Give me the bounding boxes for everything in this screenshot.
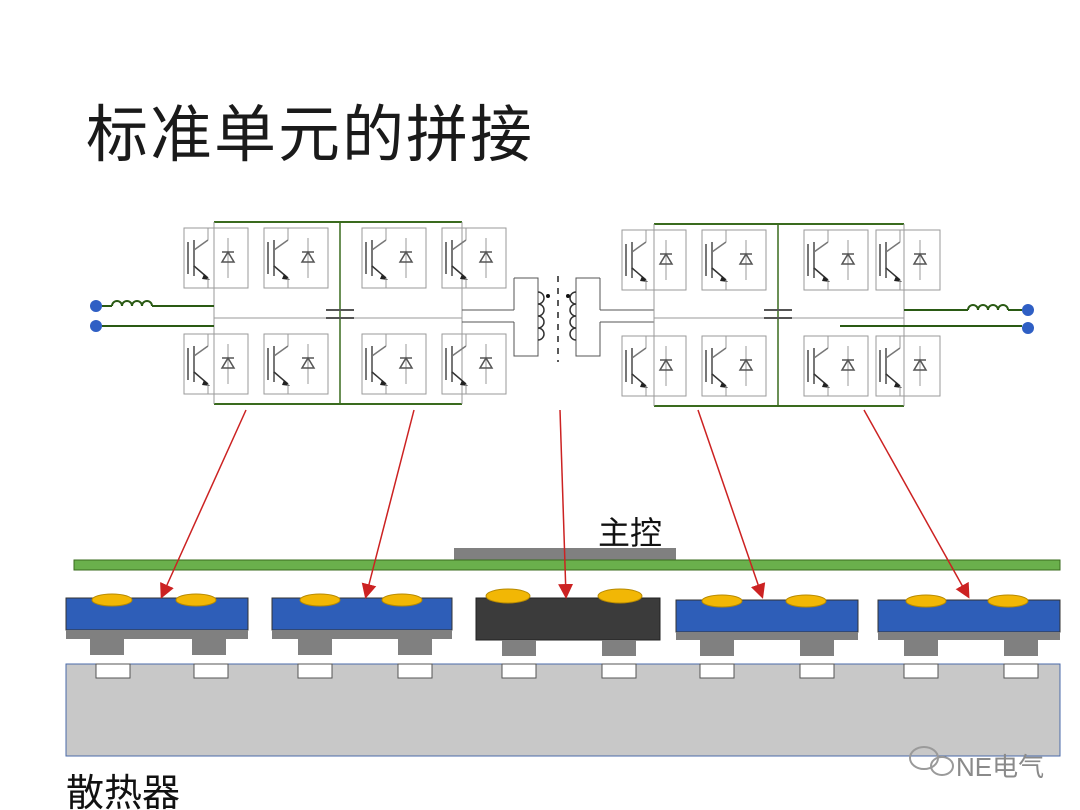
igbt-symbol-icon xyxy=(875,229,941,291)
mapping-arrows xyxy=(160,409,970,599)
igbt-symbol-icon xyxy=(361,333,427,395)
igbt-symbol-icon xyxy=(263,227,329,289)
igbt-symbol-icon xyxy=(441,227,507,289)
igbt-symbol-icon xyxy=(361,227,427,289)
igbt-symbol-icon xyxy=(803,229,869,291)
arrow xyxy=(160,409,247,599)
power-module xyxy=(65,593,249,679)
wechat-icon xyxy=(909,746,954,776)
igbt-symbol-icon xyxy=(803,335,869,397)
watermark-text: NE电气 xyxy=(956,752,1045,782)
igbt-symbol-icon xyxy=(183,333,249,395)
terminal-icon xyxy=(1022,322,1034,334)
igbt-symbol-icon xyxy=(441,333,507,395)
arrow xyxy=(697,409,766,599)
igbt-symbol-icon xyxy=(875,335,941,397)
slide-title: 标准单元的拼接 xyxy=(86,98,535,171)
power-module xyxy=(675,594,859,679)
arrow xyxy=(361,409,415,599)
capacitor-icon xyxy=(326,309,354,319)
heatsink xyxy=(65,663,1061,757)
right-converter xyxy=(600,223,1034,407)
heatsink-label: 散热器 xyxy=(66,771,181,810)
arrow xyxy=(558,409,574,599)
left-converter xyxy=(90,221,514,405)
transformer-icon xyxy=(513,276,601,362)
igbt-symbol-icon xyxy=(701,335,767,397)
inductor-icon xyxy=(111,300,153,307)
terminal-icon xyxy=(1022,304,1034,316)
igbt-symbol-icon xyxy=(701,229,767,291)
inductor-icon xyxy=(967,304,1009,311)
pcb-board xyxy=(73,559,1061,571)
terminal-icon xyxy=(90,320,102,332)
transformer-module xyxy=(475,588,661,679)
power-module xyxy=(877,594,1061,679)
igbt-symbol-icon xyxy=(183,227,249,289)
capacitor-icon xyxy=(764,309,792,319)
igbt-symbol-icon xyxy=(263,333,329,395)
main-control-label: 主控 xyxy=(598,514,663,552)
terminal-icon xyxy=(90,300,102,312)
arrow xyxy=(863,409,970,599)
